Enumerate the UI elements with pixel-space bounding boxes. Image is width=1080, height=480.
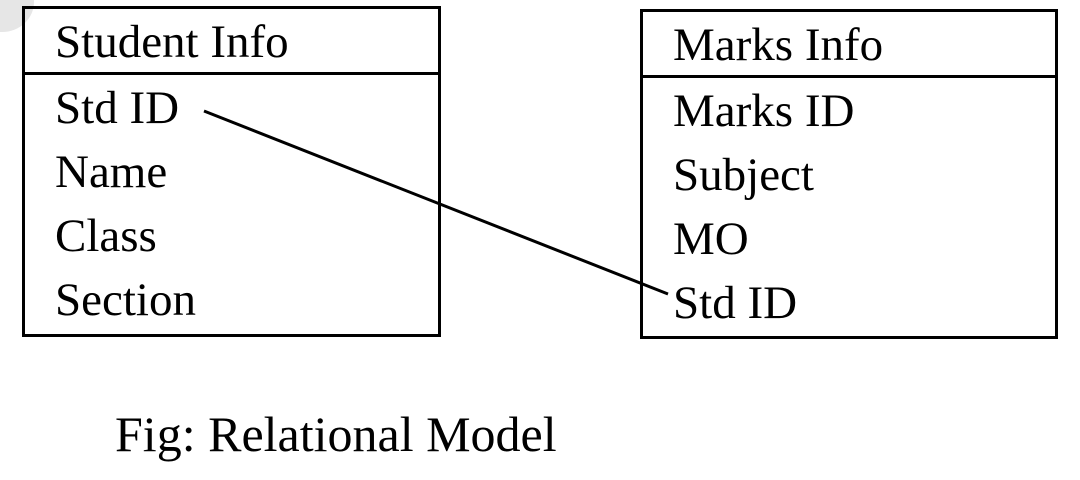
field-std-id: Std ID xyxy=(55,82,180,134)
table-title: Marks Info xyxy=(643,12,1055,78)
field-marks-id: Marks ID xyxy=(673,85,855,137)
student-info-table: Student Info Std ID Name Class Section xyxy=(22,6,441,337)
table-title: Student Info xyxy=(25,9,438,75)
field-class: Class xyxy=(55,210,157,262)
field-mo: MO xyxy=(673,213,749,265)
figure-caption: Fig: Relational Model xyxy=(115,406,557,462)
relationship-line xyxy=(203,109,669,296)
marks-info-table: Marks Info Marks ID Subject MO Std ID xyxy=(640,9,1058,339)
field-std-id: Std ID xyxy=(673,277,798,329)
field-name: Name xyxy=(55,146,168,198)
field-subject: Subject xyxy=(673,149,814,201)
field-section: Section xyxy=(55,274,196,326)
